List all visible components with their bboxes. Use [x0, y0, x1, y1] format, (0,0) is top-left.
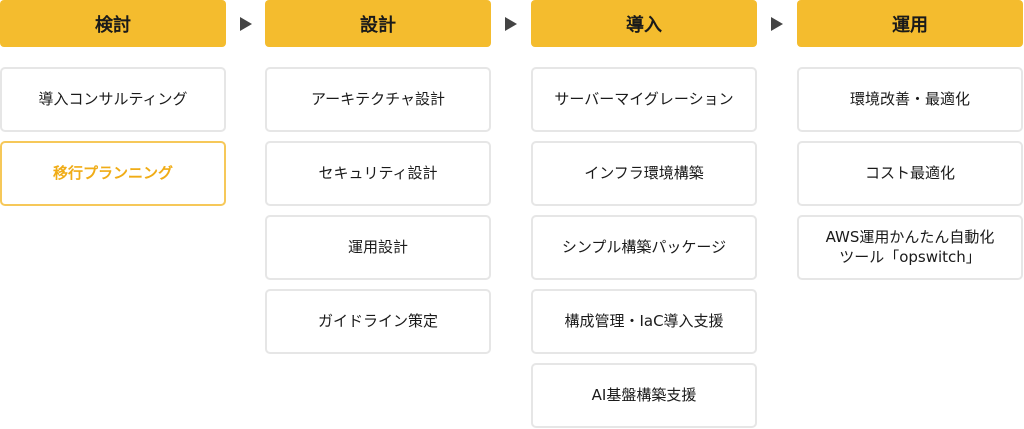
phase-column-4: 運用環境改善・最適化コスト最適化 AWS運用かんたん自動化 ツール「opswitc… [797, 0, 1023, 280]
service-card[interactable]: インフラ環境構築 [531, 141, 757, 206]
phase-column-2: 設計アーキテクチャ設計セキュリティ設計運用設計ガイドライン策定 [265, 0, 491, 354]
arrow-right-icon [771, 17, 783, 31]
phase-column-1: 検討導入コンサルティング移行プランニング [0, 0, 226, 206]
service-card[interactable]: シンプル構築パッケージ [531, 215, 757, 280]
phase-column-3: 導入サーバーマイグレーションインフラ環境構築シンプル構築パッケージ構成管理・Ia… [531, 0, 757, 428]
service-card[interactable]: セキュリティ設計 [265, 141, 491, 206]
phase-header: 設計 [265, 0, 491, 47]
phase-header: 検討 [0, 0, 226, 47]
service-card[interactable]: コスト最適化 [797, 141, 1023, 206]
phase-header: 運用 [797, 0, 1023, 47]
service-card[interactable]: 環境改善・最適化 [797, 67, 1023, 132]
service-card[interactable]: AI基盤構築支援 [531, 363, 757, 428]
service-card[interactable]: 移行プランニング [0, 141, 226, 206]
arrow-right-icon [505, 17, 517, 31]
service-card[interactable]: AWS運用かんたん自動化 ツール「opswitch」 [797, 215, 1023, 280]
service-card[interactable]: 導入コンサルティング [0, 67, 226, 132]
service-card[interactable]: アーキテクチャ設計 [265, 67, 491, 132]
phase-header: 導入 [531, 0, 757, 47]
arrow-right-icon [240, 17, 252, 31]
service-card[interactable]: ガイドライン策定 [265, 289, 491, 354]
service-card[interactable]: 運用設計 [265, 215, 491, 280]
service-card[interactable]: 構成管理・IaC導入支援 [531, 289, 757, 354]
service-card[interactable]: サーバーマイグレーション [531, 67, 757, 132]
